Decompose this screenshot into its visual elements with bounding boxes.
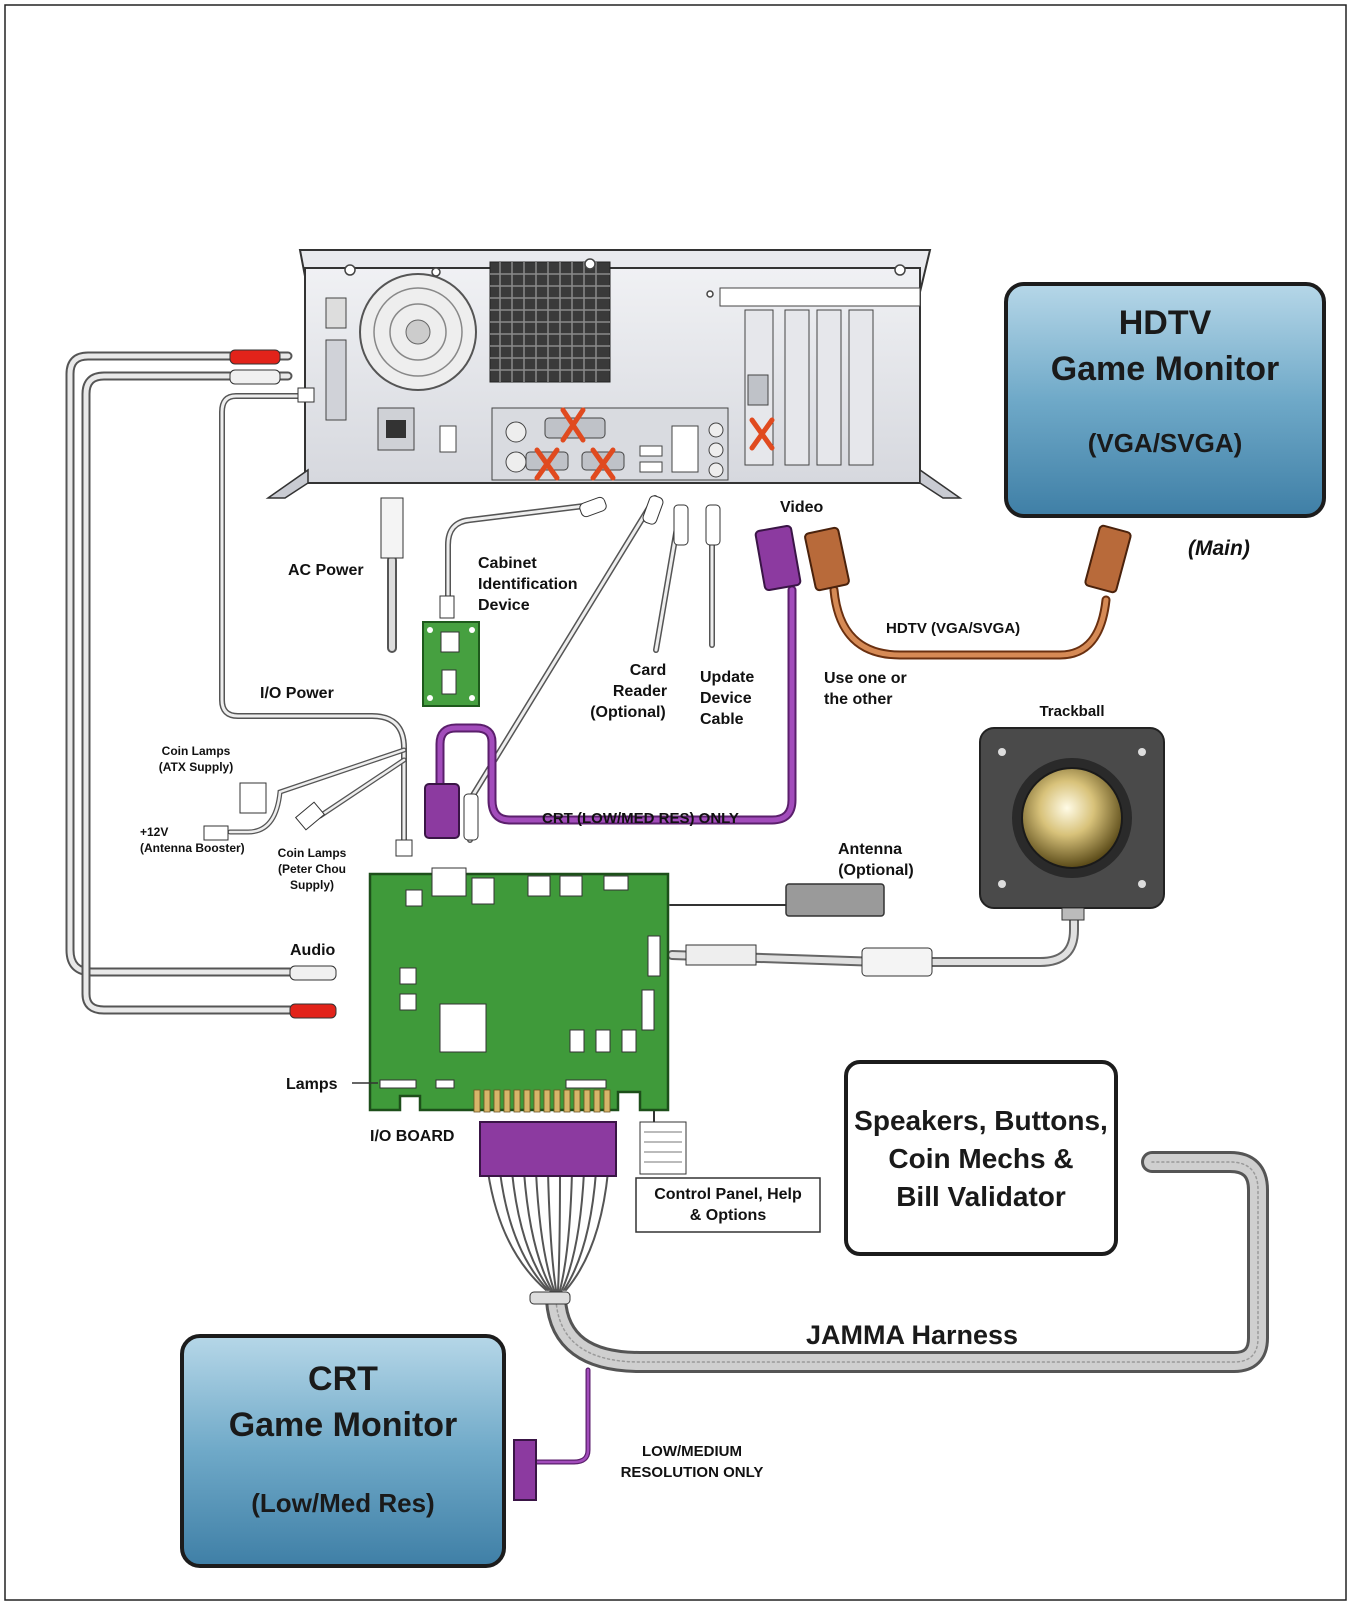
hdtv-resolution: (VGA/SVGA) — [1088, 428, 1243, 458]
label-jamma-harness: JAMMA Harness — [806, 1320, 1018, 1350]
cabinet-id-device — [422, 621, 480, 707]
control-panel-box: Control Panel, Help & Options — [635, 1177, 821, 1233]
label-lamps: Lamps — [286, 1076, 338, 1093]
unused-port-x-marks — [534, 407, 775, 481]
peripherals-line-1: Speakers, Buttons, — [854, 1105, 1108, 1136]
label-hdtv-cable: HDTV (VGA/SVGA) — [886, 620, 1020, 637]
label-card-reader-3: (Optional) — [590, 704, 666, 721]
cables — [65, 351, 1269, 1465]
label-lowmed-2: RESOLUTION ONLY — [621, 1464, 764, 1481]
label-audio: Audio — [290, 942, 336, 959]
label-use-one-2: the other — [824, 691, 892, 708]
label-video: Video — [780, 499, 824, 516]
label-plus12v-2: (Antenna Booster) — [140, 841, 245, 855]
label-cabinet-id-2: Identification — [478, 576, 578, 593]
control-panel-line-1: Control Panel, Help — [654, 1186, 802, 1203]
label-coin-lamps-atx-2: (ATX Supply) — [159, 760, 233, 774]
hdtv-subtitle: Game Monitor — [1051, 350, 1280, 388]
hdtv-main-tag: (Main) — [1188, 537, 1250, 560]
label-update-device-2: Device — [700, 690, 752, 707]
label-card-reader-1: Card — [630, 662, 666, 679]
label-coin-lamps-atx-1: Coin Lamps — [162, 744, 231, 758]
labels: (Main) Video AC Power Cabinet Identifica… — [140, 499, 1250, 1481]
trackball — [979, 727, 1165, 921]
label-antenna-2: (Optional) — [838, 862, 914, 879]
hdtv-title: HDTV — [1119, 304, 1212, 342]
label-ac-power: AC Power — [288, 562, 364, 579]
crt-subtitle: Game Monitor — [229, 1406, 458, 1444]
label-coin-lamps-pc-2: (Peter Chou — [278, 862, 346, 876]
label-cabinet-id-3: Device — [478, 597, 530, 614]
page-border — [4, 4, 1347, 1601]
label-trackball: Trackball — [1039, 703, 1104, 720]
pc-rear-panel — [265, 249, 963, 499]
crt-resolution: (Low/Med Res) — [251, 1488, 434, 1518]
label-io-power: I/O Power — [260, 685, 334, 702]
label-cabinet-id-1: Cabinet — [478, 555, 537, 572]
label-io-board: I/O BOARD — [370, 1128, 454, 1145]
label-update-device-3: Cable — [700, 711, 744, 728]
connectors — [203, 349, 1132, 1501]
hdtv-monitor: HDTV Game Monitor (VGA/SVGA) — [1004, 282, 1326, 518]
peripherals-box: Speakers, Buttons, Coin Mechs & Bill Val… — [844, 1060, 1118, 1256]
label-crt-only: CRT (LOW/MED RES) ONLY — [542, 810, 739, 827]
control-panel-line-2: & Options — [690, 1207, 767, 1224]
io-board — [352, 867, 670, 1113]
crt-monitor: CRT Game Monitor (Low/Med Res) — [180, 1334, 506, 1568]
label-plus12v-1: +12V — [140, 825, 168, 839]
label-card-reader-2: Reader — [613, 683, 667, 700]
label-antenna-1: Antenna — [838, 841, 902, 858]
crt-title: CRT — [308, 1360, 378, 1398]
label-coin-lamps-pc-3: Supply) — [290, 878, 334, 892]
label-coin-lamps-pc-1: Coin Lamps — [278, 846, 347, 860]
peripherals-line-2: Coin Mechs & — [888, 1143, 1073, 1174]
peripherals-line-3: Bill Validator — [896, 1181, 1066, 1212]
label-update-device-1: Update — [700, 669, 754, 686]
label-use-one-1: Use one or — [824, 670, 907, 687]
label-lowmed-1: LOW/MEDIUM — [642, 1443, 742, 1460]
